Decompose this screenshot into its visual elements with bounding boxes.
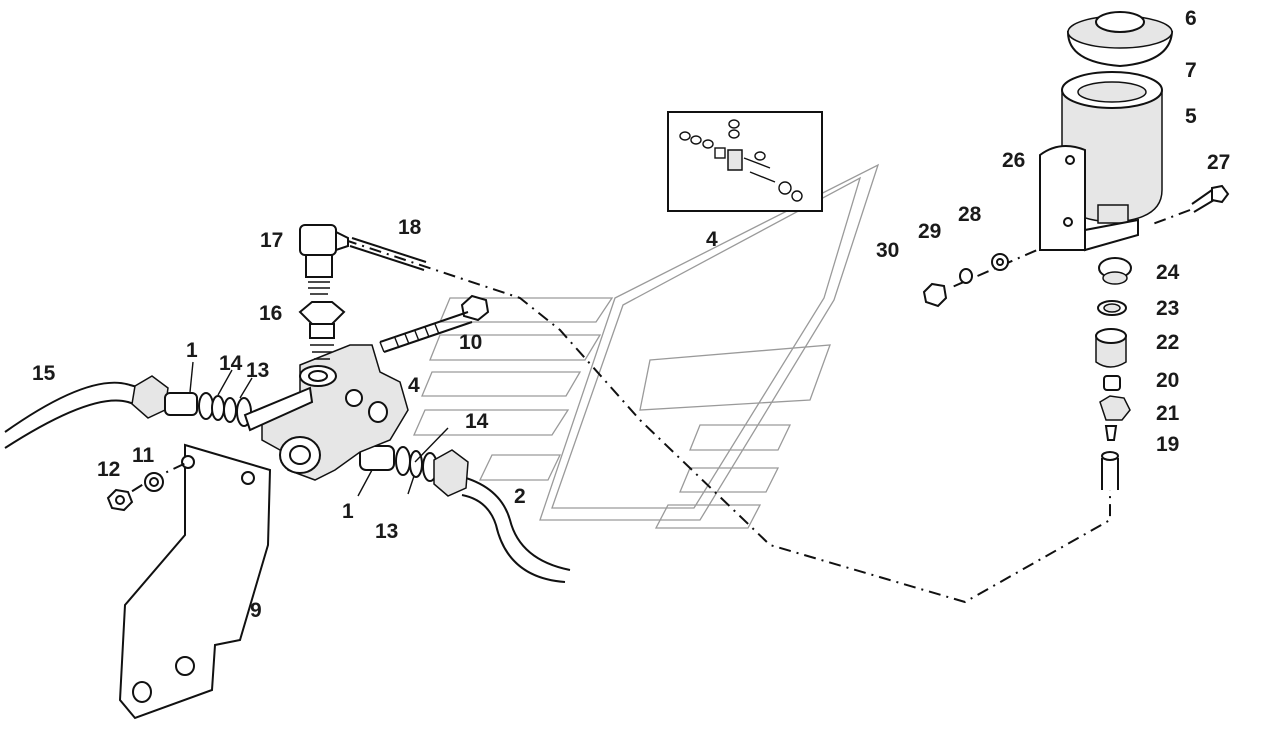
label-12: 12 bbox=[97, 458, 120, 481]
label-21: 21 bbox=[1156, 402, 1180, 425]
nut-16 bbox=[298, 301, 346, 360]
label-30: 30 bbox=[876, 239, 899, 262]
label-26: 26 bbox=[1002, 149, 1025, 172]
bolt-27 bbox=[1149, 184, 1230, 226]
bolt-10 bbox=[379, 294, 490, 353]
ring-23 bbox=[1097, 300, 1127, 316]
label-18: 18 bbox=[398, 216, 422, 239]
washer-29 bbox=[959, 268, 973, 284]
part-labels: 1 14 13 15 11 12 9 17 18 16 10 4 14 1 13… bbox=[32, 7, 1230, 622]
label-13-right: 13 bbox=[375, 520, 398, 543]
fitting-1-right bbox=[359, 445, 469, 497]
pipe-15 bbox=[4, 381, 149, 449]
label-2: 2 bbox=[514, 485, 526, 508]
connector-19 bbox=[1104, 425, 1118, 441]
nut-30 bbox=[922, 282, 948, 308]
label-15: 15 bbox=[32, 362, 56, 385]
pin-18 bbox=[349, 237, 427, 271]
switch-17 bbox=[299, 224, 349, 295]
bracket-26 bbox=[1039, 145, 1139, 252]
label-13: 13 bbox=[246, 359, 269, 382]
label-5: 5 bbox=[1185, 105, 1197, 128]
valve-body bbox=[243, 344, 409, 481]
cap-6 bbox=[1066, 11, 1174, 68]
nut-22 bbox=[1095, 328, 1127, 368]
label-9: 9 bbox=[250, 599, 262, 622]
dashed-line bbox=[344, 239, 1111, 604]
label-14: 14 bbox=[219, 352, 243, 375]
label-24: 24 bbox=[1156, 261, 1180, 284]
pipe-2 bbox=[454, 474, 571, 583]
hose-end bbox=[1101, 451, 1119, 490]
bushing-28 bbox=[991, 253, 1009, 271]
label-11: 11 bbox=[132, 444, 155, 467]
label-10: 10 bbox=[459, 331, 482, 354]
label-23: 23 bbox=[1156, 297, 1179, 320]
bracket-9 bbox=[109, 443, 272, 720]
label-19: 19 bbox=[1156, 433, 1179, 456]
sleeve-20 bbox=[1103, 375, 1121, 391]
watermark-logo bbox=[413, 163, 880, 529]
label-4-inset: 4 bbox=[706, 228, 718, 251]
label-1-right: 1 bbox=[342, 500, 354, 523]
reservoir-5 bbox=[1061, 71, 1163, 224]
label-1: 1 bbox=[186, 339, 198, 362]
nut-21 bbox=[1099, 395, 1131, 421]
grommet-24 bbox=[1098, 257, 1132, 285]
label-27: 27 bbox=[1207, 151, 1230, 174]
washer-11 bbox=[144, 472, 164, 492]
label-7: 7 bbox=[1185, 59, 1197, 82]
leader-lines bbox=[189, 361, 449, 497]
label-28: 28 bbox=[958, 203, 982, 226]
nut-12 bbox=[106, 488, 134, 512]
label-22: 22 bbox=[1156, 331, 1179, 354]
label-17: 17 bbox=[260, 229, 283, 252]
label-16: 16 bbox=[259, 302, 282, 325]
label-6: 6 bbox=[1185, 7, 1197, 30]
label-20: 20 bbox=[1156, 369, 1179, 392]
label-4-valve: 4 bbox=[408, 374, 420, 397]
label-14-right: 14 bbox=[465, 410, 489, 433]
inset-detail-box bbox=[667, 111, 823, 212]
label-29: 29 bbox=[918, 220, 941, 243]
